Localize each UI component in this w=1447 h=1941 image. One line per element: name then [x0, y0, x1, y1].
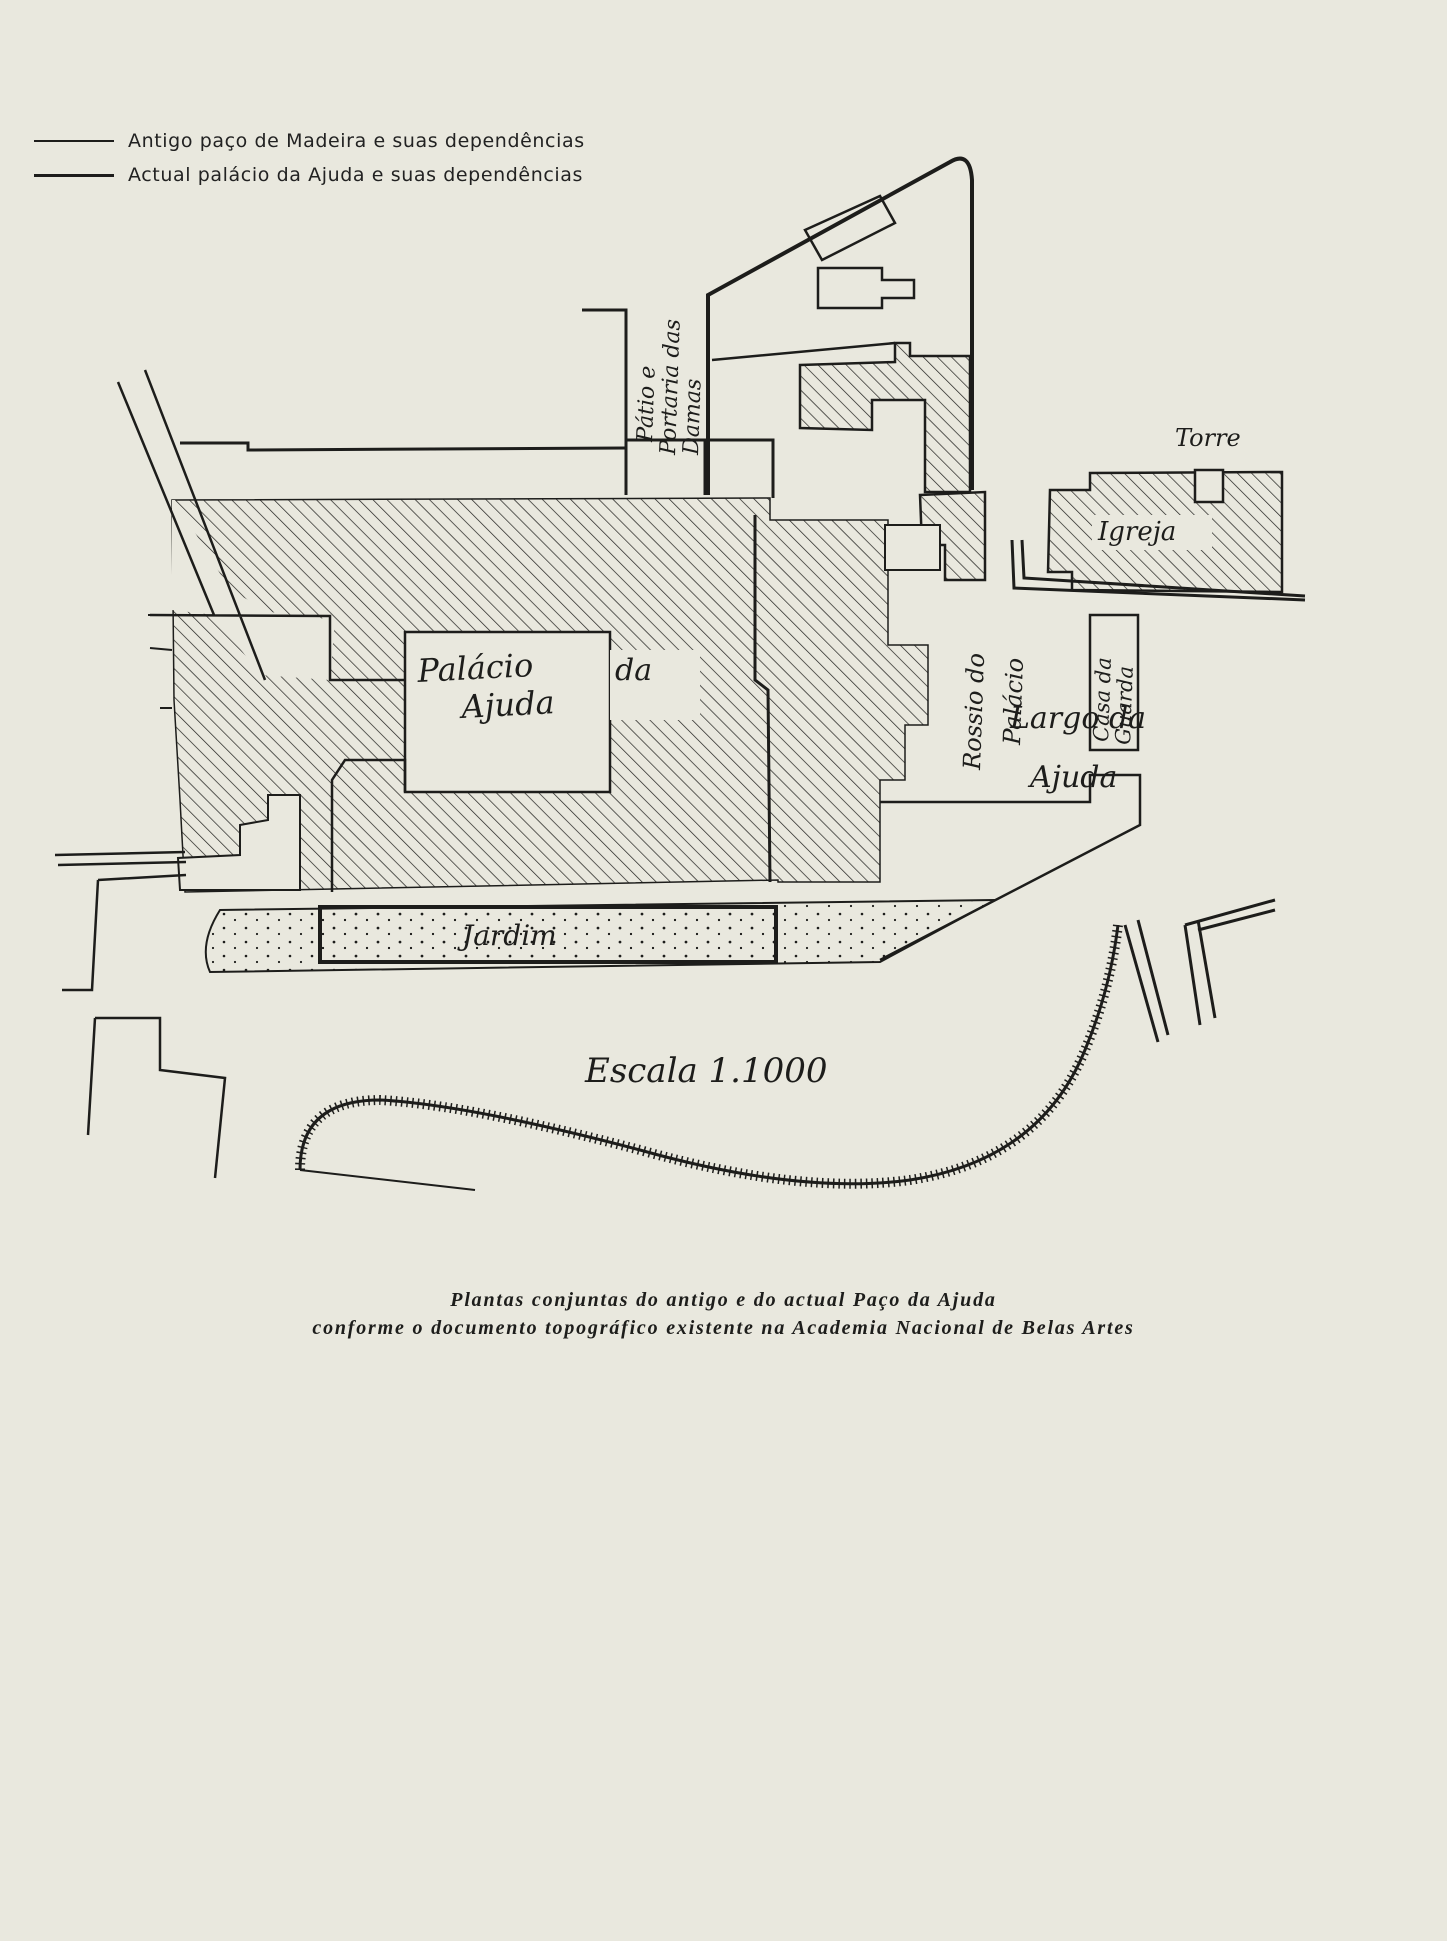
palace-lower-left-blank [176, 794, 301, 891]
label-largo-line2: Ajuda [1027, 760, 1117, 795]
label-rossio-line1: Rossio do [958, 653, 990, 772]
north-annex-rooms [711, 194, 916, 362]
hill-escarpment-ticks [295, 924, 1123, 1189]
label-largo-line1: Largo da [1009, 701, 1146, 736]
old-palace-inner-wall [330, 758, 407, 892]
largo-da-ajuda-outline [879, 773, 1142, 962]
torre-block [1193, 468, 1225, 504]
legend-thin-line [34, 140, 114, 142]
palace-left-blank [172, 500, 335, 680]
legend-label-current-palace: Actual palácio da Ajuda e suas dependênc… [128, 164, 584, 186]
label-da-palace: da [615, 653, 652, 688]
old-palace-outline [180, 441, 626, 452]
patio-portaria-walls [582, 308, 775, 498]
legend-label-old-palace: Antigo paço de Madeira e suas dependênci… [128, 130, 585, 152]
label-patio-line2: Portaria das [656, 319, 686, 457]
east-road [1123, 898, 1276, 1043]
label-ajuda: Ajuda [457, 683, 555, 726]
label-palacio: Palácio [415, 646, 534, 690]
label-igreja: Igreja [1097, 517, 1176, 547]
hill-base-line [299, 1169, 476, 1191]
label-patio-line3: Damas [679, 378, 707, 456]
north-annex-hatched-wing [798, 341, 972, 494]
palace-label-background [610, 650, 700, 720]
legend-thick-line [34, 173, 114, 177]
label-jardim: Jardim [457, 919, 557, 952]
jardim-garden-bed [318, 905, 778, 964]
label-casa-line2: Guarda [1111, 666, 1138, 746]
casa-da-guarda-block [1088, 613, 1140, 752]
old-palace-west-wall [116, 369, 405, 682]
legend-item-current-palace: Actual palácio da Ajuda e suas dependênc… [34, 158, 585, 192]
palace-divider-wall [753, 515, 772, 883]
caption-line-1: Plantas conjuntas do antigo e do actual … [450, 1289, 997, 1311]
igreja-street-line [1010, 539, 1306, 602]
igreja-label-background [1092, 515, 1212, 550]
north-annex-outline [706, 156, 974, 495]
east-wing-blank-room [884, 524, 941, 571]
label-patio-line1: Pátio e [633, 365, 661, 443]
west-roads [54, 850, 227, 1179]
legend: Antigo paço de Madeira e suas dependênci… [34, 124, 585, 192]
west-edge-lines [148, 614, 173, 709]
label-torre: Torre [1175, 424, 1241, 452]
figure-caption: Plantas conjuntas do antigo e do actual … [0, 1286, 1447, 1342]
label-scale: Escala 1.1000 [584, 1051, 828, 1091]
legend-item-old-palace: Antigo paço de Madeira e suas dependênci… [34, 124, 585, 158]
label-casa-line1: Casa da [1089, 657, 1116, 742]
label-rossio-line2: Palácio [998, 657, 1029, 746]
caption-line-2: conforme o documento topográfico existen… [312, 1317, 1135, 1339]
